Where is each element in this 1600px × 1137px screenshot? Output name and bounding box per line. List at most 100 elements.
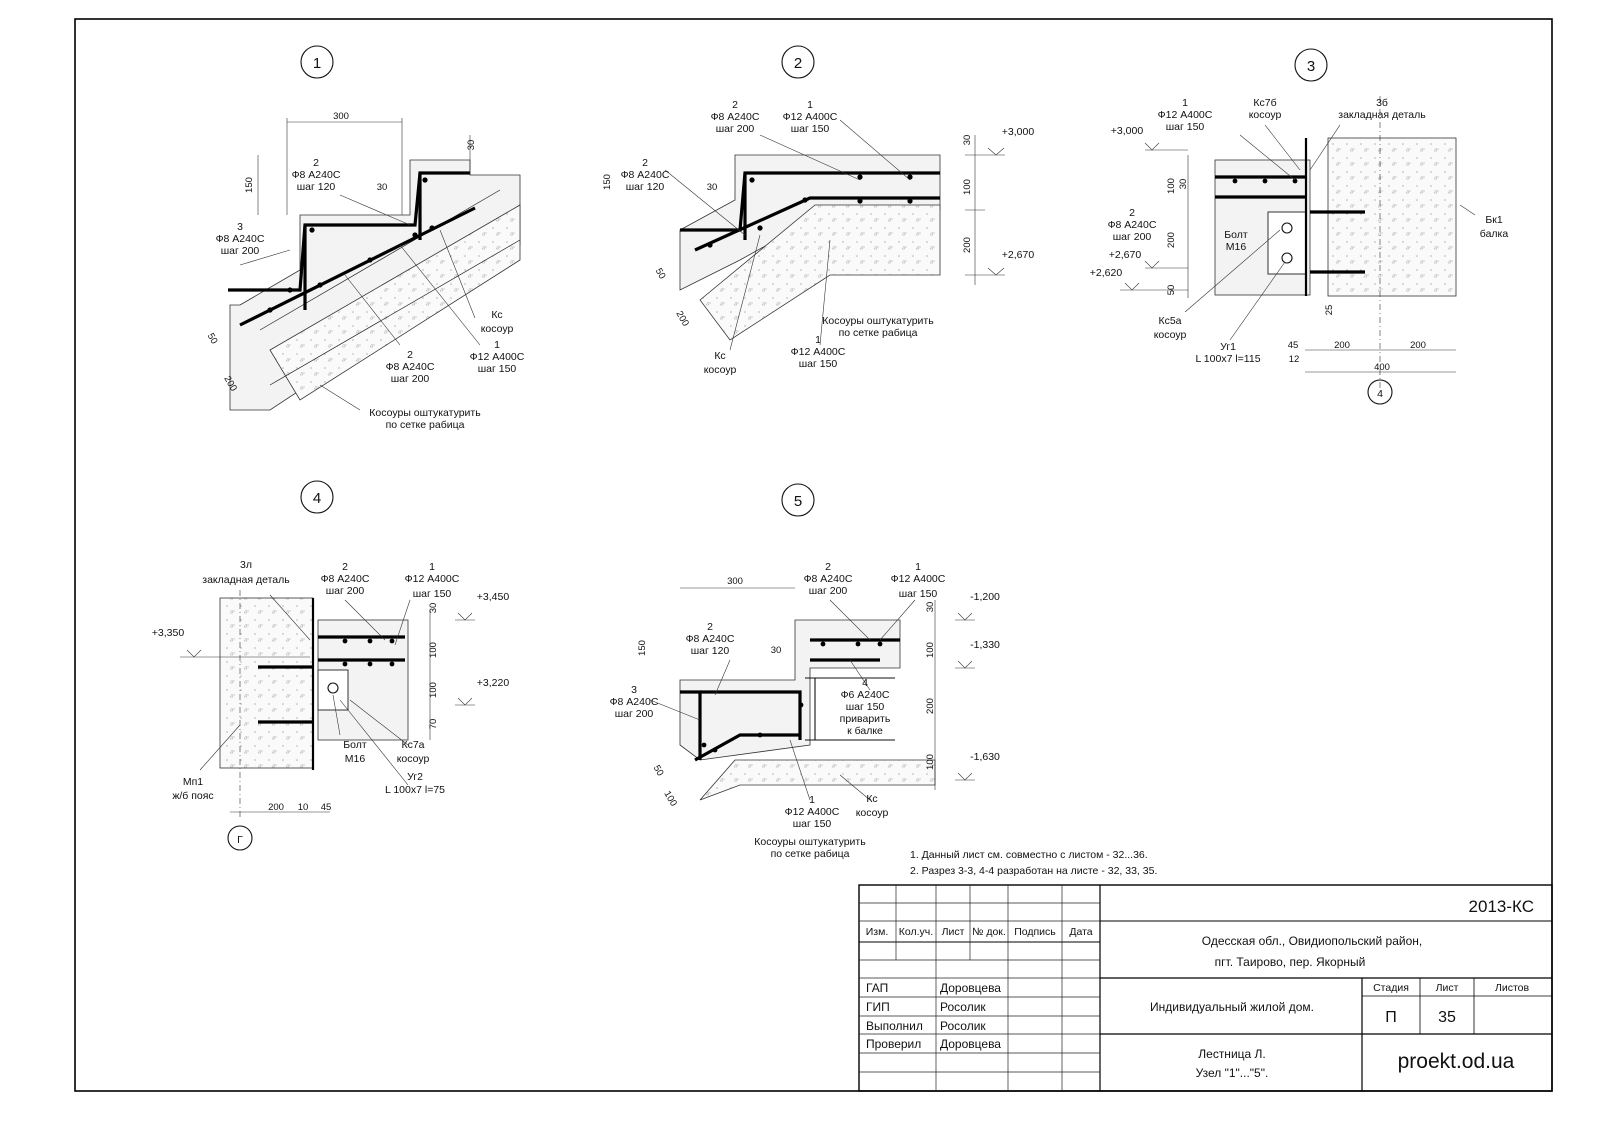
rebar-step: шаг 150 bbox=[846, 701, 885, 713]
title-block: Изм. Кол.уч. Лист № док. Подпись Дата ГА… bbox=[858, 884, 1553, 1092]
col-header: Дата bbox=[1069, 926, 1092, 938]
angle-plate bbox=[1267, 211, 1307, 275]
col-header: Лист bbox=[942, 926, 965, 938]
dim-200: 200 bbox=[1410, 340, 1426, 351]
role-name: Доровцева bbox=[940, 981, 1001, 995]
col-header: Изм. bbox=[866, 926, 889, 938]
rebar-label: Ф8 А240С bbox=[610, 696, 659, 708]
role-label: ГАП bbox=[866, 981, 888, 995]
rebar-label: Ф8 А240С bbox=[711, 111, 760, 123]
level-mark: +2,620 bbox=[1090, 267, 1123, 279]
detail-marker bbox=[300, 480, 334, 514]
rebar-label: Ф12 А400С bbox=[791, 346, 846, 358]
level-mark: +3,450 bbox=[477, 591, 510, 603]
stringer-label: Кс7б bbox=[1253, 97, 1276, 109]
pos-label: 2 bbox=[732, 99, 738, 111]
detail-number: 1 bbox=[313, 55, 321, 72]
col-header: Подпись bbox=[1014, 926, 1056, 938]
dim-100: 100 bbox=[661, 789, 678, 808]
rebar-step: шаг 150 bbox=[413, 588, 452, 600]
rebar-step: шаг 200 bbox=[1113, 231, 1152, 243]
rebar-label: Ф12 А400С bbox=[891, 573, 946, 585]
dim-50: 50 bbox=[651, 763, 666, 778]
axis-marker: 4 bbox=[1377, 388, 1383, 400]
rebar-step: шаг 200 bbox=[615, 708, 654, 720]
note: Косоуры оштукатурить bbox=[754, 836, 866, 848]
pos-label: 2 bbox=[642, 157, 648, 169]
pos-label: 3 bbox=[237, 221, 243, 233]
detail-number: 4 bbox=[313, 490, 321, 507]
embed-label: закладная деталь bbox=[202, 574, 290, 586]
belt-section bbox=[219, 597, 314, 769]
rebar-step: шаг 150 bbox=[791, 123, 830, 135]
address: пгт. Таирово, пер. Якорный bbox=[1215, 955, 1366, 969]
dim-100: 100 bbox=[428, 642, 439, 658]
angle-label: Уг2 bbox=[407, 771, 423, 783]
rebar-label: Ф8 А240С bbox=[686, 633, 735, 645]
dim-30: 30 bbox=[707, 182, 718, 193]
role-name: Доровцева bbox=[940, 1037, 1001, 1051]
dim-200: 200 bbox=[962, 237, 973, 253]
stage-header: Стадия bbox=[1373, 982, 1409, 994]
level-mark: +3,220 bbox=[477, 677, 510, 689]
rebar-label: Ф12 А400С bbox=[785, 806, 840, 818]
rebar-label: Ф8 А240С bbox=[804, 573, 853, 585]
rebar-step: шаг 150 bbox=[1166, 121, 1205, 133]
general-note: 2. Разрез 3-3, 4-4 разработан на листе -… bbox=[910, 865, 1157, 877]
level-mark: -1,200 bbox=[970, 591, 1000, 603]
stage-header: Листов bbox=[1495, 982, 1530, 994]
detail-marker bbox=[781, 45, 815, 79]
dim-100: 100 bbox=[962, 179, 973, 195]
detail-marker bbox=[1294, 48, 1328, 82]
pos-label: 2 bbox=[1129, 207, 1135, 219]
note: Косоуры оштукатурить bbox=[369, 407, 481, 419]
stage-header: Лист bbox=[1436, 982, 1459, 994]
stringer-label: косоур bbox=[856, 807, 889, 819]
bolt-label: М16 bbox=[345, 753, 366, 765]
embed-label: 3б bbox=[1376, 97, 1388, 109]
col-header: Кол.уч. bbox=[899, 926, 933, 938]
detail-marker bbox=[300, 45, 334, 79]
rebar-label: Ф12 А400С bbox=[405, 573, 460, 585]
project-name: Индивидуальный жилой дом. bbox=[1150, 1000, 1314, 1014]
level-mark: -1,630 bbox=[970, 751, 1000, 763]
rebar-step: шаг 200 bbox=[391, 373, 430, 385]
stringer-label: косоур bbox=[1154, 329, 1187, 341]
angle-label: Уг1 bbox=[1220, 341, 1236, 353]
stringer-label: Кс7а bbox=[401, 739, 424, 751]
rebar-step: шаг 200 bbox=[221, 245, 260, 257]
rebar-label: Ф8 А240С bbox=[621, 169, 670, 181]
beam-label: Бк1 bbox=[1485, 214, 1502, 226]
sheet-name: Лестница Л. bbox=[1198, 1047, 1265, 1061]
rebar-step: шаг 150 bbox=[799, 358, 838, 370]
level-mark: +3,000 bbox=[1111, 125, 1144, 137]
role-label: Проверил bbox=[866, 1037, 921, 1051]
dim-200: 200 bbox=[925, 698, 936, 714]
level-mark: +3,000 bbox=[1002, 126, 1035, 138]
dim-70: 70 bbox=[428, 719, 439, 730]
dim-30: 30 bbox=[771, 645, 782, 656]
rebar-step: шаг 150 bbox=[899, 588, 938, 600]
dim-50: 50 bbox=[653, 266, 668, 281]
dim-200: 200 bbox=[673, 309, 690, 328]
pos-label: 4 bbox=[862, 677, 868, 689]
detail-marker bbox=[781, 483, 815, 517]
dim-10: 10 bbox=[298, 802, 309, 813]
pos-label: 1 bbox=[809, 794, 815, 806]
dim-100: 100 bbox=[925, 754, 936, 770]
rebar-step: шаг 200 bbox=[809, 585, 848, 597]
rebar-label: Ф8 А240С bbox=[386, 361, 435, 373]
dim-150: 150 bbox=[602, 174, 613, 190]
stringer-label: Кс bbox=[714, 350, 725, 362]
stringer-section bbox=[699, 204, 941, 341]
dim-25: 25 bbox=[1324, 305, 1335, 316]
angle-label: L 100x7 l=115 bbox=[1195, 353, 1260, 365]
role-name: Росолик bbox=[940, 1019, 986, 1033]
angle-label: L 100x7 l=75 bbox=[385, 784, 445, 796]
rebar-note: к балке bbox=[847, 725, 883, 737]
rebar-step: шаг 120 bbox=[297, 181, 336, 193]
pos-label: 3 bbox=[631, 684, 637, 696]
detail-5: 5 300 2 Ф8 А240С шаг 200 1 Ф12 А400С шаг… bbox=[610, 483, 1000, 860]
stringer-section bbox=[699, 759, 936, 801]
dim-200: 200 bbox=[268, 802, 284, 813]
